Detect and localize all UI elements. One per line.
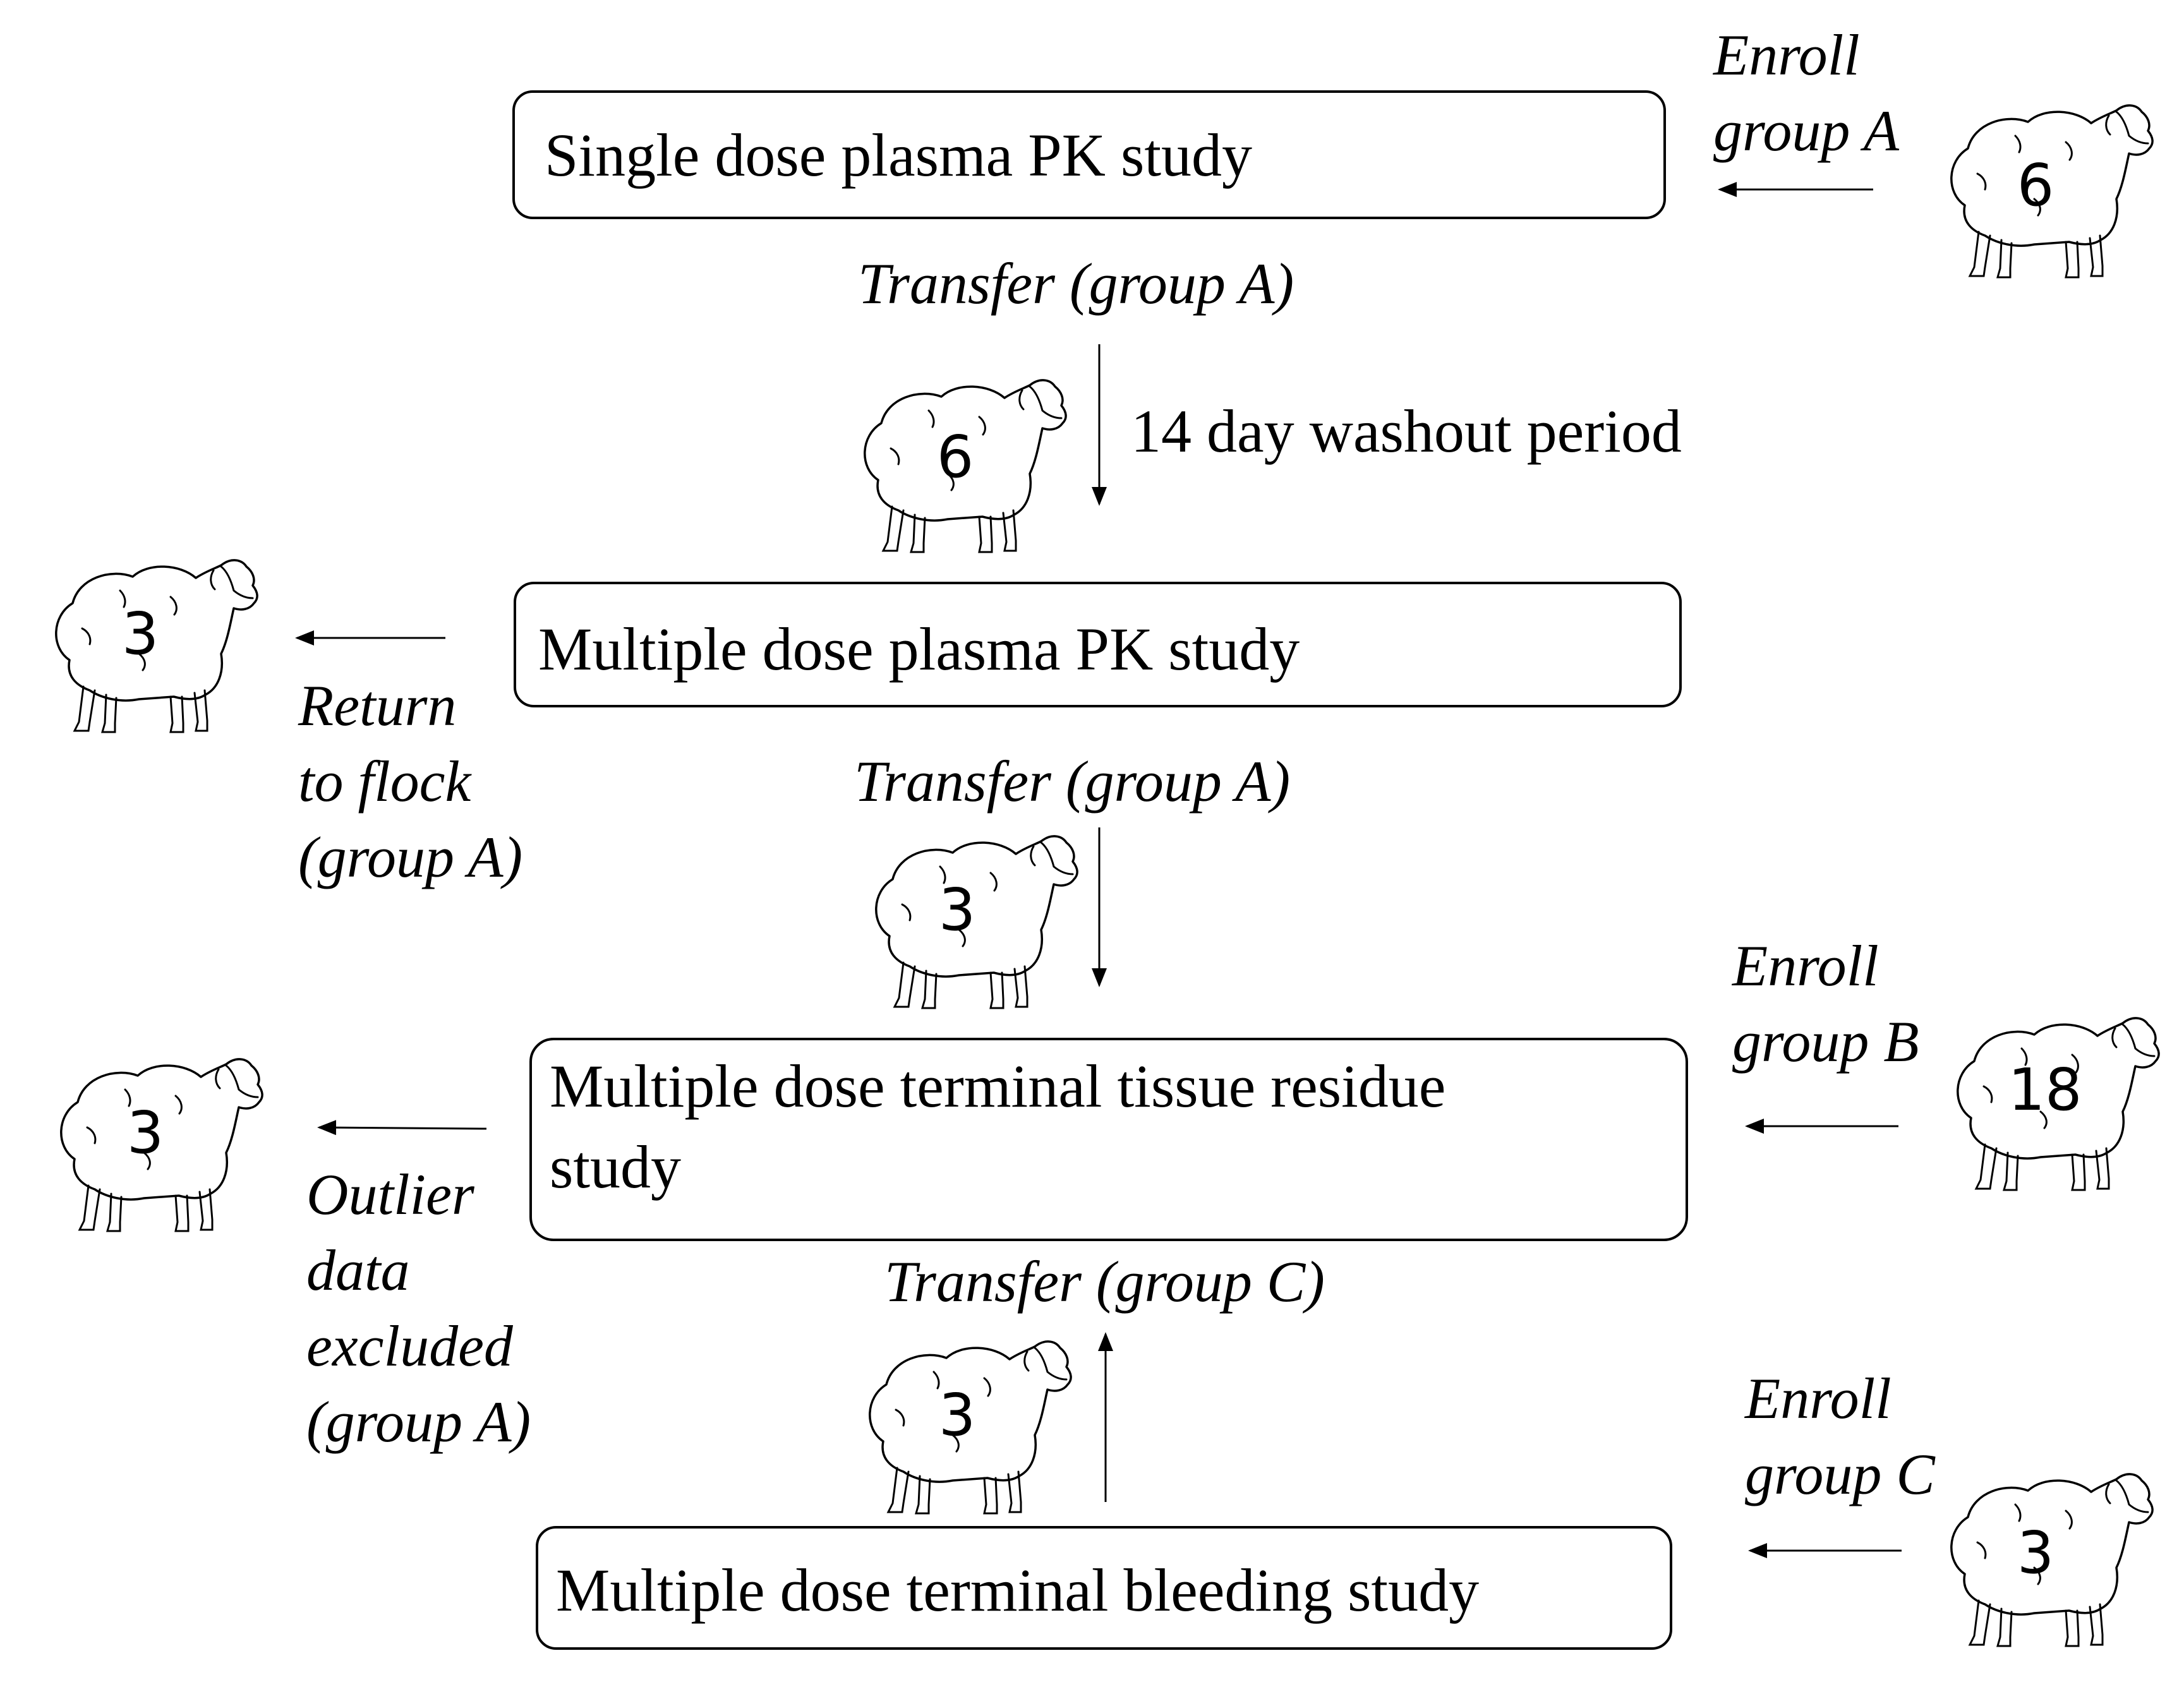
returned-count: 3 <box>122 600 159 668</box>
bleeding-box <box>536 1526 1672 1650</box>
tissue-residue-box <box>529 1038 1688 1241</box>
outlier-label-3: excluded <box>306 1314 514 1378</box>
single-dose-label: Single dose plasma PK study <box>545 121 1252 189</box>
transfer-c-count: 3 <box>939 1381 976 1449</box>
enroll-b-count: 18 <box>2008 1056 2082 1124</box>
enroll-c-count: 3 <box>2017 1519 2054 1587</box>
transfer-a-count: 3 <box>939 876 976 944</box>
excluded-count: 3 <box>127 1099 164 1167</box>
enroll-c-label-2: group C <box>1745 1442 1936 1506</box>
single-dose-box <box>512 90 1666 219</box>
washout-label: 14 day washout period <box>1131 397 1682 465</box>
transfer-c-label: Transfer (group C) <box>884 1249 1325 1314</box>
sheep-icon <box>875 835 1078 1009</box>
transfer-a-label-1: Transfer (group A) <box>858 251 1294 316</box>
outlier-arrow <box>317 1120 487 1136</box>
multiple-dose-pk-label: Multiple dose plasma PK study <box>538 615 1300 683</box>
enroll-a-count: 6 <box>2017 152 2054 219</box>
transfer-a-label-2: Transfer (group A) <box>854 749 1290 814</box>
multiple-dose-pk-box <box>514 582 1682 707</box>
outlier-label-1: Outlier <box>306 1162 475 1227</box>
enroll-c-label-1: Enroll <box>1744 1366 1891 1431</box>
tissue-residue-label-1: Multiple dose terminal tissue residue <box>550 1052 1445 1120</box>
enroll-b-label-1: Enroll <box>1731 934 1879 998</box>
washout-count: 6 <box>937 423 974 491</box>
enroll-b-label-2: group B <box>1732 1009 1919 1074</box>
tissue-residue-label-2: study <box>550 1133 681 1201</box>
enroll-a-label-2: group A <box>1713 99 1900 163</box>
return-label-1: Return <box>298 673 456 738</box>
outlier-label-2: data <box>306 1238 410 1302</box>
return-label-2: to flock <box>298 749 473 814</box>
bleeding-label: Multiple dose terminal bleeding study <box>556 1556 1479 1624</box>
return-label-3: (group A) <box>298 825 522 889</box>
enroll-a-label-1: Enroll <box>1712 23 1860 87</box>
outlier-label-4: (group A) <box>306 1390 531 1454</box>
